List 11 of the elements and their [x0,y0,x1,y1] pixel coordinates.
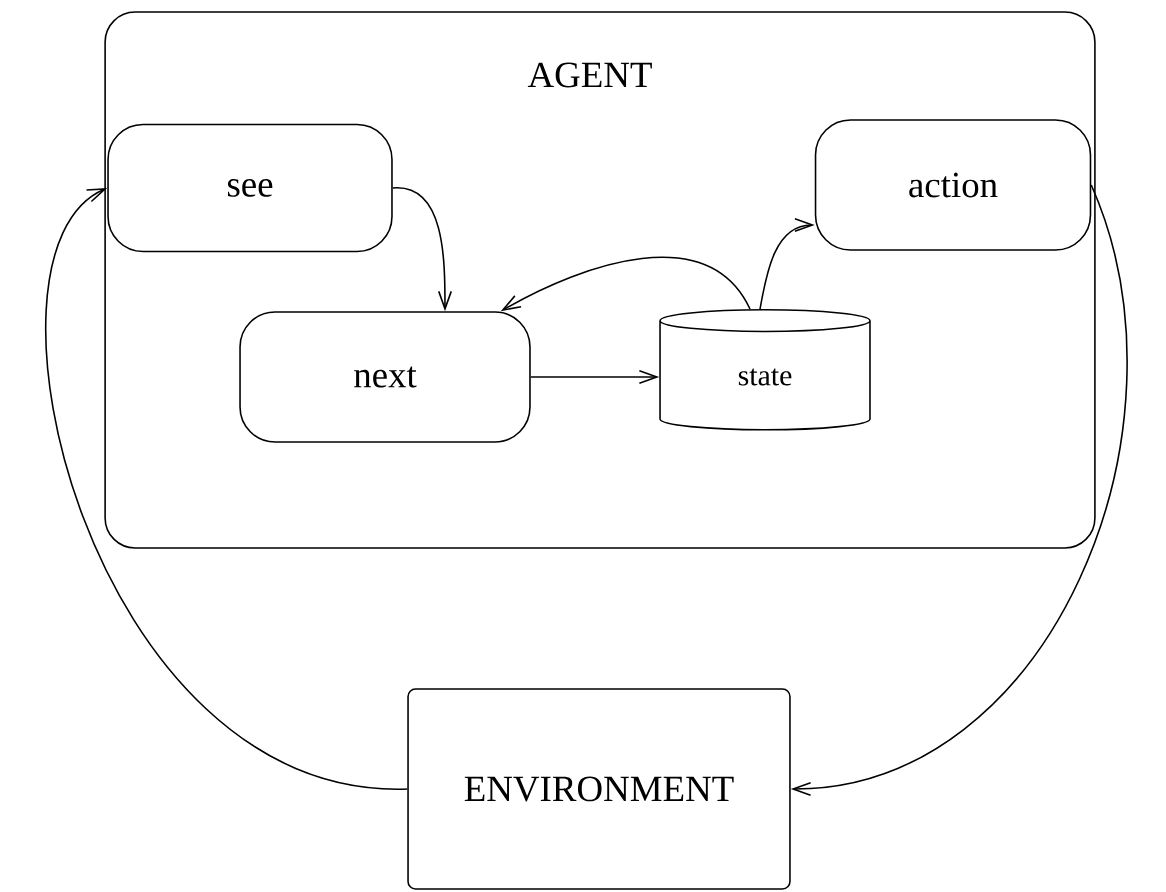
environment-box: ENVIRONMENT [407,688,791,890]
state-cylinder: state [659,309,871,431]
arrow [391,187,453,312]
process-box: next [239,311,531,443]
arrow [500,256,751,312]
process-box: see [107,123,393,253]
arrow [45,188,409,790]
arrow [530,369,660,385]
arrow [790,184,1128,797]
process-box: action [814,119,1092,251]
arrow [759,217,815,310]
